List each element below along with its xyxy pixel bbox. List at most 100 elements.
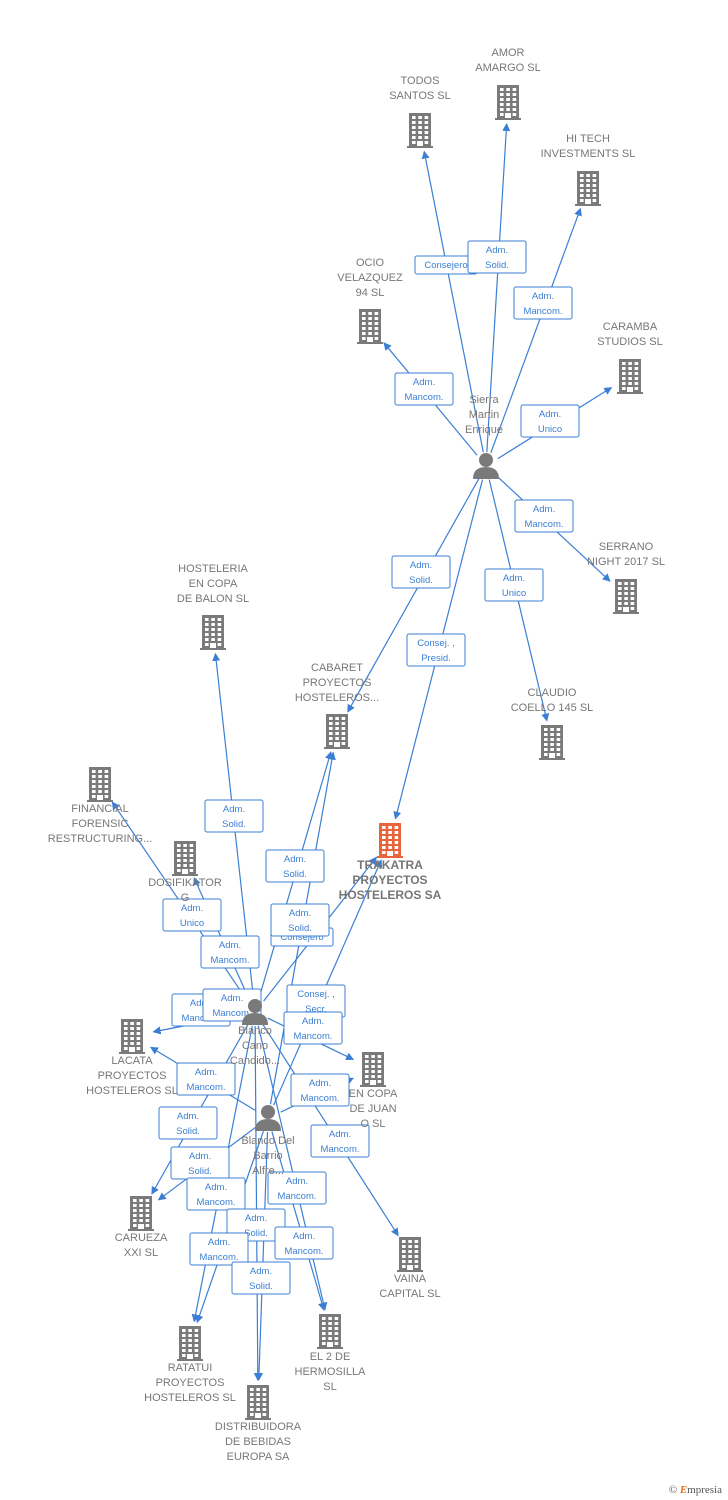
edge-label-3[interactable]: Adm.Mancom.	[394, 372, 454, 406]
edge-label-11[interactable]: Adm.Unico	[162, 898, 222, 932]
node-label: VELAZQUEZ	[337, 272, 403, 284]
node-financial[interactable]: FINANCIALFORENSICRESTRUCTURING...	[48, 767, 153, 845]
edge-label-text: Adm.	[221, 993, 243, 1004]
edge-label-text: Solid.	[485, 260, 509, 271]
edge-label-23[interactable]: Adm.Solid.	[170, 1146, 230, 1180]
edge-label-text: Adm.	[195, 1067, 217, 1078]
edge-sierra-hitech	[490, 207, 582, 454]
edge-label-21[interactable]: Adm.Mancom.	[290, 1073, 350, 1107]
edge-label-box	[484, 568, 544, 602]
node-label: Cano	[242, 1040, 268, 1052]
edge-label-29[interactable]: Adm.Solid.	[231, 1261, 291, 1295]
node-label: PROYECTOS	[98, 1070, 167, 1082]
node-label: Blanco Del	[241, 1135, 294, 1147]
edge-label-14[interactable]: Adm.Mancom.	[200, 935, 260, 969]
node-label: Barrio	[253, 1150, 282, 1162]
edge-label-text: Adm.	[539, 409, 561, 420]
edge-blanco_barrio-distribuidora	[255, 1131, 269, 1382]
brand-initial: E	[679, 1484, 688, 1496]
edge-label-18[interactable]: Adm.Mancom.	[283, 1011, 343, 1045]
building-icon	[613, 579, 639, 614]
building-icon	[128, 1196, 154, 1231]
edge-label-1[interactable]: Adm.Solid.	[467, 240, 527, 274]
edge-label-text: Secr.	[305, 1004, 327, 1015]
edge-label-25[interactable]: Adm.Mancom.	[267, 1171, 327, 1205]
node-label: TRAKATRA	[357, 858, 423, 872]
edge-label-24[interactable]: Adm.Mancom.	[186, 1177, 246, 1211]
edge-label-text: Mancom.	[277, 1191, 316, 1202]
edge-label-box	[406, 633, 466, 667]
edge-label-7[interactable]: Consej. ,Presid.	[406, 633, 466, 667]
edge-label-box	[514, 499, 574, 533]
edge-label-text: Solid.	[409, 575, 433, 586]
edge-label-13[interactable]: Adm.Solid.	[270, 903, 330, 937]
node-label: CARAMBA	[603, 321, 658, 333]
node-label: DISTRIBUIDORA	[215, 1421, 302, 1433]
building-icon	[377, 823, 403, 858]
node-cabaret[interactable]: CABARETPROYECTOSHOSTELEROS...	[295, 662, 379, 749]
edge-label-8[interactable]: Adm.Unico	[484, 568, 544, 602]
edge-label-16[interactable]: Adm.Mancom.	[202, 988, 262, 1022]
node-label: VAINA	[394, 1273, 427, 1285]
edge-label-28[interactable]: Adm.Mancom.	[274, 1226, 334, 1260]
node-label: AMARGO SL	[475, 62, 540, 74]
person-icon	[255, 1105, 281, 1131]
building-icon	[575, 171, 601, 206]
node-label: TODOS	[401, 75, 440, 87]
edge-blanco_barrio-trakatra	[273, 859, 383, 1106]
building-icon	[317, 1314, 343, 1349]
node-label: EUROPA SA	[227, 1451, 290, 1463]
edge-label-box	[189, 1232, 249, 1266]
edge-label-text: Adm.	[177, 1111, 199, 1122]
edge-label-text: Adm.	[413, 377, 435, 388]
edge-label-text: Adm.	[223, 804, 245, 815]
node-blanco_barrio[interactable]: Blanco DelBarrioAlfre...	[241, 1105, 295, 1177]
edge-label-text: Mancom.	[524, 519, 563, 530]
edge-label-box	[467, 240, 527, 274]
edge-label-box	[186, 1177, 246, 1211]
edge-label-20[interactable]: Adm.Solid.	[158, 1106, 218, 1140]
node-blanco_cano[interactable]: BlancoCanoCandido...	[230, 999, 280, 1067]
edge-label-text: Mancom.	[186, 1082, 225, 1093]
edge-label-27[interactable]: Adm.Mancom.	[189, 1232, 249, 1266]
edge-label-5[interactable]: Adm. Mancom.	[514, 499, 574, 533]
edge-label-text: Adm.	[533, 504, 555, 515]
edge-label-box	[231, 1261, 291, 1295]
node-label: HOSTELERIA	[178, 563, 248, 575]
edge-label-2[interactable]: Adm.Mancom.	[513, 286, 573, 320]
edge-label-6[interactable]: Adm.Solid.	[391, 555, 451, 589]
edge-label-22[interactable]: Adm.Mancom.	[310, 1124, 370, 1158]
building-icon	[407, 113, 433, 148]
edge-labels-layer: ConsejeroAdm.Solid.Adm.Mancom.Adm.Mancom…	[158, 240, 580, 1295]
edge-label-19[interactable]: Adm. Mancom.	[176, 1062, 236, 1096]
node-label: HOSTELEROS SL	[144, 1392, 236, 1404]
edge-label-box	[158, 1106, 218, 1140]
brand-watermark: © Empresia	[669, 1484, 722, 1496]
edge-label-10[interactable]: Adm.Solid.	[265, 849, 325, 883]
edge-label-text: Adm.	[250, 1266, 272, 1277]
edge-sierra-todos	[421, 150, 484, 453]
edge-label-text: Adm.	[205, 1182, 227, 1193]
edge-label-9[interactable]: Adm.Solid.	[204, 799, 264, 833]
edge-label-text: Adm.	[245, 1213, 267, 1224]
edge-label-text: Adm.	[503, 573, 525, 584]
edge-label-4[interactable]: Adm.Unico	[520, 404, 580, 438]
